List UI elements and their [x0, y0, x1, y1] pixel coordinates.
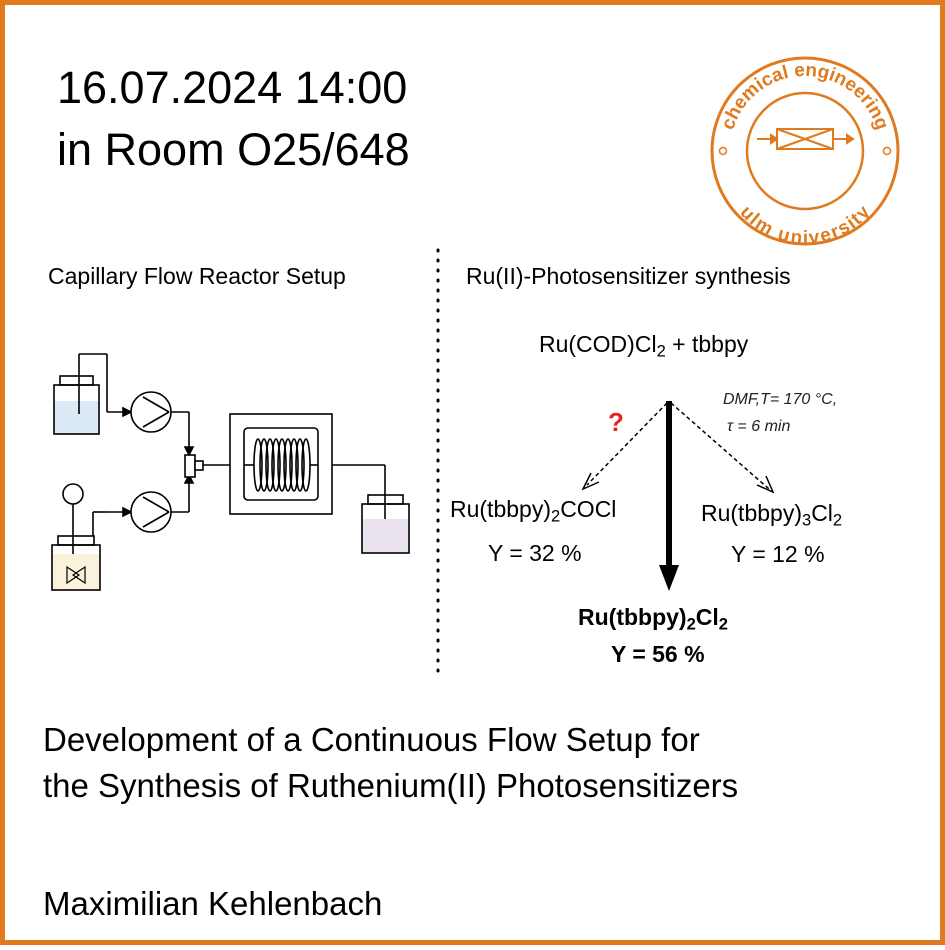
event-room: in Room O25/648	[57, 124, 410, 175]
reaction-conditions-residence-time: τ = 6 min	[727, 418, 791, 435]
chemical-engineering-logo: chemical engineering ulm university	[710, 56, 900, 249]
product-collector	[361, 494, 410, 554]
synthesis-heading: Ru(II)-Photosensitizer synthesis	[466, 263, 791, 289]
reaction-arrows	[581, 401, 775, 591]
feed-reservoir-bottom	[51, 483, 133, 591]
main-arrow-head	[659, 565, 679, 591]
speaker-name: Maximilian Kehlenbach	[43, 885, 383, 922]
panel-divider	[436, 248, 440, 675]
product-left: Ru(tbbpy)2COCl	[450, 496, 617, 526]
reaction-conditions-temperature: DMF,T= 170 °C,	[723, 391, 838, 408]
flow-reactor-diagram	[51, 353, 410, 591]
reactants: Ru(COD)Cl2 + tbbpy	[539, 331, 749, 361]
setup-heading: Capillary Flow Reactor Setup	[48, 263, 346, 289]
yield-main: Y = 56 %	[611, 641, 705, 667]
talk-title-line-1: Development of a Continuous Flow Setup f…	[43, 721, 700, 758]
product-right: Ru(tbbpy)3Cl2	[701, 500, 843, 530]
pump-bottom	[130, 473, 195, 533]
question-mark: ?	[608, 407, 624, 437]
talk-title-line-2: the Synthesis of Ruthenium(II) Photosens…	[43, 767, 739, 804]
side-arrow-right	[670, 402, 770, 490]
yield-right: Y = 12 %	[731, 541, 825, 567]
pump-top	[130, 391, 195, 457]
event-date-time: 16.07.2024 14:00	[57, 62, 408, 113]
feed-reservoir-top	[53, 353, 133, 435]
reactor-icon	[757, 128, 855, 150]
yield-left: Y = 32 %	[488, 540, 582, 566]
side-arrow-left	[586, 402, 668, 486]
mixer	[184, 454, 230, 478]
product-main: Ru(tbbpy)2Cl2	[578, 604, 728, 634]
